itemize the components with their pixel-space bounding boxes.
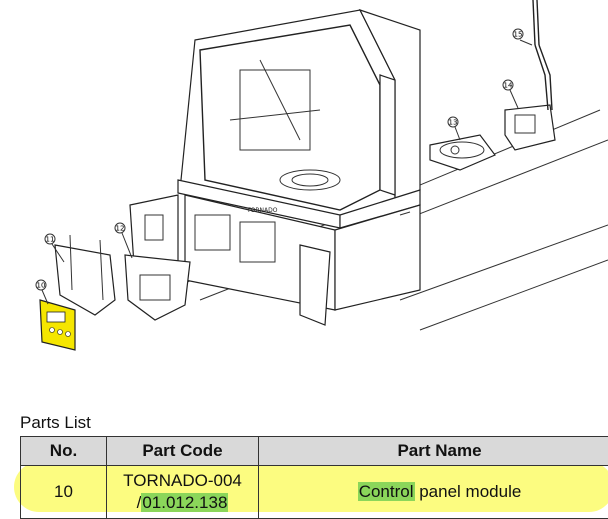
part-code-prefix: /	[136, 493, 142, 512]
cell-part-code: TORNADO-004 /01.012.138	[106, 465, 259, 519]
callout-15: 15	[512, 28, 533, 46]
callout-12: 12	[114, 222, 133, 259]
header-no: No.	[20, 436, 107, 466]
table-header-row: No. Part Code Part Name	[20, 436, 608, 466]
svg-text:12: 12	[116, 225, 125, 233]
part-code-highlight: 01.012.138	[141, 493, 229, 512]
exploded-parts-diagram: TORNADO 11	[35, 0, 608, 351]
part-13-turntable	[429, 134, 496, 171]
header-part-code: Part Code	[106, 436, 259, 466]
callout-14: 14	[502, 79, 519, 109]
machine-brand-label: TORNADO	[246, 207, 278, 214]
svg-text:15: 15	[514, 31, 523, 39]
machine-cabinet	[129, 8, 421, 326]
cell-no: 10	[20, 465, 107, 519]
part-name-rest: panel module	[414, 482, 522, 501]
callout-10: 10	[35, 279, 49, 305]
callout-11: 11	[44, 233, 65, 263]
part-14-motor-block	[504, 104, 556, 151]
callout-13: 13	[447, 116, 461, 141]
part-10-control-panel	[39, 299, 76, 351]
part-11-bracket	[54, 234, 116, 316]
cell-part-name: Control panel module	[258, 465, 608, 519]
parts-list-table: No. Part Code Part Name 10 TORNADO-004 /…	[20, 436, 608, 519]
part-12-mechanism	[124, 254, 191, 321]
parts-list-title: Parts List	[20, 413, 91, 432]
svg-text:10: 10	[37, 282, 46, 290]
svg-text:14: 14	[504, 82, 513, 90]
svg-text:11: 11	[46, 236, 55, 244]
header-part-name: Part Name	[258, 436, 608, 466]
svg-text:13: 13	[449, 119, 458, 127]
part-code-line1: TORNADO-004	[123, 471, 242, 490]
part-name-highlight: Control	[357, 482, 415, 501]
part-15-rod	[532, 0, 553, 111]
table-row: 10 TORNADO-004 /01.012.138 Control panel…	[20, 465, 608, 519]
